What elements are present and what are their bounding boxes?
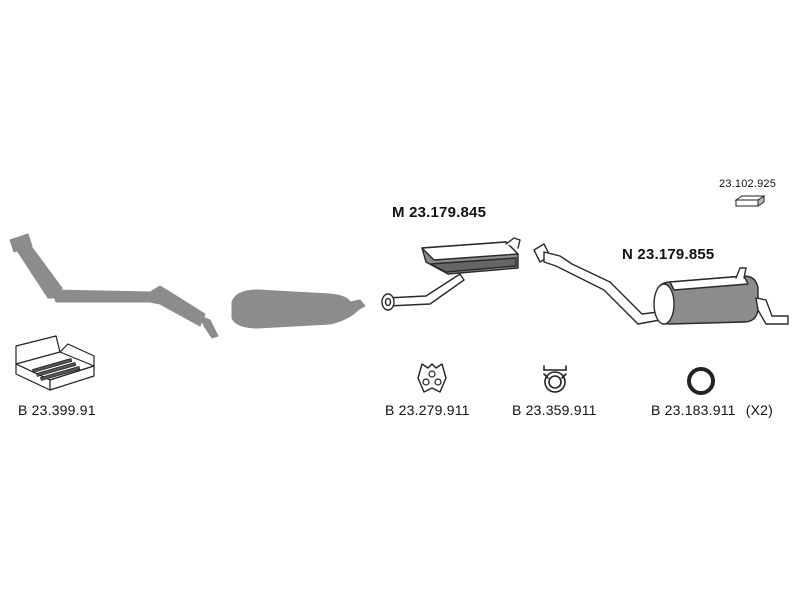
clamp-icon	[538, 362, 572, 396]
front-pipe-catalyst	[0, 230, 380, 340]
ring-gasket-icon	[686, 366, 716, 396]
hanger-code: B 23.279.911	[385, 402, 470, 418]
middle-silencer	[378, 234, 528, 320]
middle-silencer-code: M 23.179.845	[392, 204, 487, 221]
mounting-kit-code: B 23.399.91	[18, 402, 96, 418]
mounting-kit-box-icon	[12, 334, 98, 394]
ring-code-number: B 23.183.911	[651, 402, 736, 418]
clamp-code: B 23.359.911	[512, 402, 597, 418]
hanger-icon	[414, 360, 450, 396]
rear-silencer-code: N 23.179.855	[622, 246, 715, 263]
rear-silencer	[530, 238, 798, 338]
accessory-code: 23.102.925	[719, 178, 777, 190]
ring-code: B 23.183.911 (X2)	[651, 402, 773, 418]
accessory-block-icon	[734, 194, 766, 208]
ring-quantity: (X2)	[745, 402, 774, 418]
